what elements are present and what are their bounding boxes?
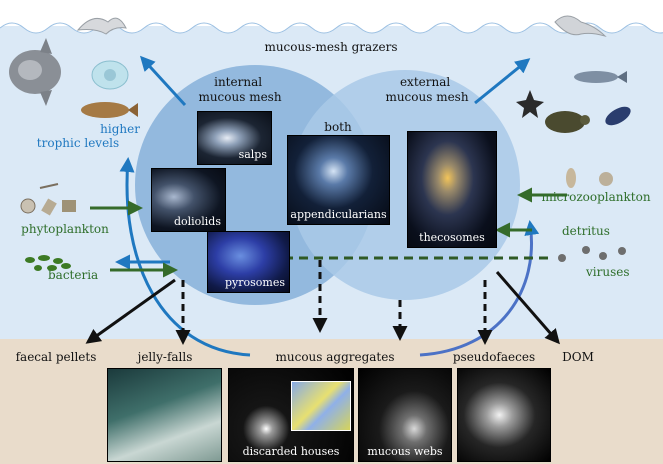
thecosomes-caption: thecosomes (419, 231, 485, 244)
faecal-pellets-label: faecal pellets (16, 350, 97, 364)
gull-icon (76, 17, 127, 35)
doliolids-photo: doliolids (151, 168, 226, 232)
internal-mesh-line1: internal (214, 75, 262, 89)
jelly-falls-photo (107, 368, 222, 462)
higher-trophic-label: higher trophic levels (37, 122, 144, 150)
virus-icon (558, 246, 626, 262)
jelly-falls-label: jelly-falls (136, 350, 193, 364)
arrow-to-dom (495, 271, 560, 345)
fish-icon (81, 102, 138, 118)
mucous-aggregates-label: mucous aggregates (275, 350, 394, 364)
discarded-house-inset (291, 381, 351, 431)
doliolids-caption: doliolids (173, 215, 221, 228)
viruses-label: viruses (585, 265, 630, 279)
appendicularians-photo: appendicularians (287, 135, 390, 225)
external-mesh-line1: external (400, 75, 450, 89)
detritus-label: detritus (562, 224, 610, 238)
mucous-webs-photo: mucous webs (358, 368, 452, 462)
bacteria-label: bacteria (48, 268, 98, 282)
microzooplankton-icon (566, 168, 613, 188)
pyrosomes-caption: pyrosomes (225, 276, 285, 289)
salps-photo: salps (197, 111, 272, 165)
arrow-to-higher-trophic-left (139, 55, 187, 107)
wave-line (0, 0, 663, 33)
phytoplankton-label: phytoplankton (21, 222, 109, 236)
phytoplankton-icon (20, 183, 76, 216)
salps-caption: salps (238, 148, 267, 161)
title-label: mucous-mesh grazers (264, 40, 397, 54)
mackerel-icon (574, 71, 627, 83)
pseudofaeces-label: pseudofaeces (453, 350, 535, 364)
pseudofaeces-photo (457, 368, 551, 462)
dom-label: DOM (562, 350, 594, 364)
external-mesh-line2: mucous mesh (385, 90, 468, 104)
arrow-to-higher-trophic-right (474, 58, 531, 105)
bacteria-icon (25, 255, 71, 271)
mucous-webs-caption: mucous webs (367, 445, 443, 458)
higher-trophic-line2: trophic levels (37, 136, 119, 150)
appendicularians-caption: appendicularians (290, 208, 387, 221)
thecosomes-photo: thecosomes (407, 131, 497, 248)
external-mesh-label: external mucous mesh (385, 75, 468, 104)
jellyfish-icon (91, 60, 129, 90)
internal-mesh-label: internal mucous mesh (198, 75, 281, 104)
turtle-icon (545, 111, 590, 133)
higher-trophic-line1: higher (100, 122, 140, 136)
starfish-icon (516, 90, 544, 118)
microzooplankton-label: microzooplankton (541, 190, 650, 204)
both-label: both (324, 120, 352, 134)
internal-mesh-line2: mucous mesh (198, 90, 281, 104)
sunfish-icon (9, 38, 61, 106)
nudibranch-icon (605, 106, 631, 126)
seabird-icon (554, 15, 607, 38)
arrow-to-faecal-pellets (85, 278, 176, 344)
arrow-aggregates-to-trophic (119, 157, 251, 357)
pyrosomes-photo: pyrosomes (207, 231, 290, 293)
discarded-houses-photo: discarded houses (228, 368, 354, 462)
discarded-houses-caption: discarded houses (242, 445, 340, 458)
arrow-aggregates-to-external (419, 220, 540, 357)
